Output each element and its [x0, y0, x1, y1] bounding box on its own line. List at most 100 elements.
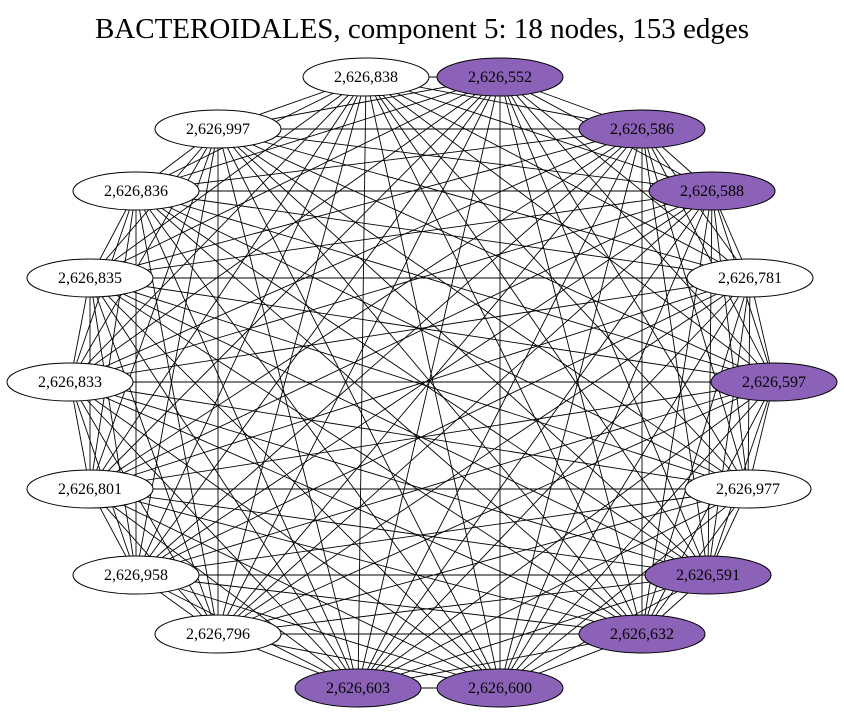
edge — [217, 76, 367, 635]
graph-node: 2,626,632 — [578, 614, 706, 654]
graph-node: 2,626,552 — [436, 57, 564, 97]
edge — [217, 128, 359, 689]
edge — [365, 76, 709, 576]
node-ellipse — [644, 555, 772, 595]
edge — [89, 277, 137, 576]
graph-node: 2,626,796 — [154, 614, 282, 654]
edge — [89, 381, 775, 490]
edge — [357, 574, 709, 689]
edge — [357, 190, 713, 689]
edge — [135, 190, 713, 576]
edges-layer — [69, 76, 775, 689]
graph-title: BACTEROIDALES, component 5: 18 nodes, 15… — [94, 13, 750, 45]
edge — [357, 488, 749, 689]
node-ellipse — [710, 362, 838, 402]
edge — [135, 128, 643, 576]
graph-node: 2,626,588 — [648, 171, 776, 211]
edge — [499, 190, 713, 689]
edge — [89, 277, 643, 635]
graph-node: 2,626,838 — [302, 57, 430, 97]
graph-node: 2,626,600 — [436, 668, 564, 708]
edge — [365, 76, 501, 689]
node-label: 2,626,597 — [742, 374, 806, 391]
edge — [217, 128, 749, 490]
edge — [69, 381, 501, 689]
edge — [89, 488, 643, 635]
edge — [89, 277, 775, 383]
edge — [217, 128, 709, 576]
edge — [135, 190, 643, 635]
graph-node: 2,626,586 — [578, 109, 706, 149]
node-label: 2,626,603 — [326, 680, 390, 697]
node-ellipse — [72, 171, 200, 211]
graph-node: 2,626,603 — [294, 668, 422, 708]
edge — [499, 76, 751, 279]
graph-node: 2,626,997 — [154, 109, 282, 149]
edge — [217, 190, 713, 635]
node-ellipse — [26, 469, 154, 509]
node-ellipse — [684, 469, 812, 509]
edge — [69, 128, 643, 383]
edge — [69, 381, 219, 635]
edge — [707, 190, 713, 576]
edge — [89, 76, 501, 279]
edge — [711, 190, 749, 490]
edge — [135, 190, 359, 689]
edge — [135, 277, 751, 576]
edge — [499, 277, 751, 689]
node-ellipse — [436, 668, 564, 708]
edge — [89, 277, 749, 490]
node-label: 2,626,838 — [334, 69, 398, 86]
edge — [89, 128, 643, 490]
node-label: 2,626,586 — [610, 121, 674, 138]
edge — [135, 128, 643, 192]
node-label: 2,626,796 — [186, 626, 250, 643]
edge — [217, 574, 709, 635]
edge — [69, 381, 709, 576]
node-label: 2,626,997 — [186, 121, 250, 138]
edge — [135, 190, 709, 576]
node-label: 2,626,833 — [38, 374, 102, 391]
node-ellipse — [6, 362, 134, 402]
edge — [89, 488, 359, 689]
edge — [499, 128, 643, 689]
node-label: 2,626,836 — [104, 183, 168, 200]
graph-node: 2,626,836 — [72, 171, 200, 211]
graph-node: 2,626,833 — [6, 362, 134, 402]
edge — [499, 76, 709, 576]
edge — [89, 277, 709, 576]
edge — [707, 277, 751, 576]
edge — [357, 128, 643, 689]
edge — [357, 381, 775, 689]
node-ellipse — [648, 171, 776, 211]
edge — [357, 277, 751, 689]
edge — [365, 76, 751, 279]
edge — [217, 128, 643, 635]
node-label: 2,626,552 — [468, 69, 532, 86]
node-ellipse — [72, 555, 200, 595]
node-ellipse — [154, 109, 282, 149]
edge — [641, 190, 713, 635]
node-label: 2,626,600 — [468, 680, 532, 697]
node-label: 2,626,588 — [680, 183, 744, 200]
graph-node: 2,626,801 — [26, 469, 154, 509]
node-label: 2,626,591 — [676, 567, 740, 584]
edge — [135, 381, 775, 576]
edge — [135, 190, 501, 689]
graph-node: 2,626,958 — [72, 555, 200, 595]
edge — [499, 76, 643, 635]
edge — [641, 128, 775, 383]
node-label: 2,626,632 — [610, 626, 674, 643]
edge — [641, 381, 775, 635]
node-label: 2,626,801 — [58, 481, 122, 498]
edge — [69, 128, 219, 383]
graph-node: 2,626,591 — [644, 555, 772, 595]
node-ellipse — [154, 614, 282, 654]
edge — [69, 76, 501, 383]
edge — [89, 277, 501, 689]
edge — [69, 381, 359, 689]
edge — [89, 277, 359, 689]
edge — [135, 128, 219, 576]
node-ellipse — [294, 668, 422, 708]
